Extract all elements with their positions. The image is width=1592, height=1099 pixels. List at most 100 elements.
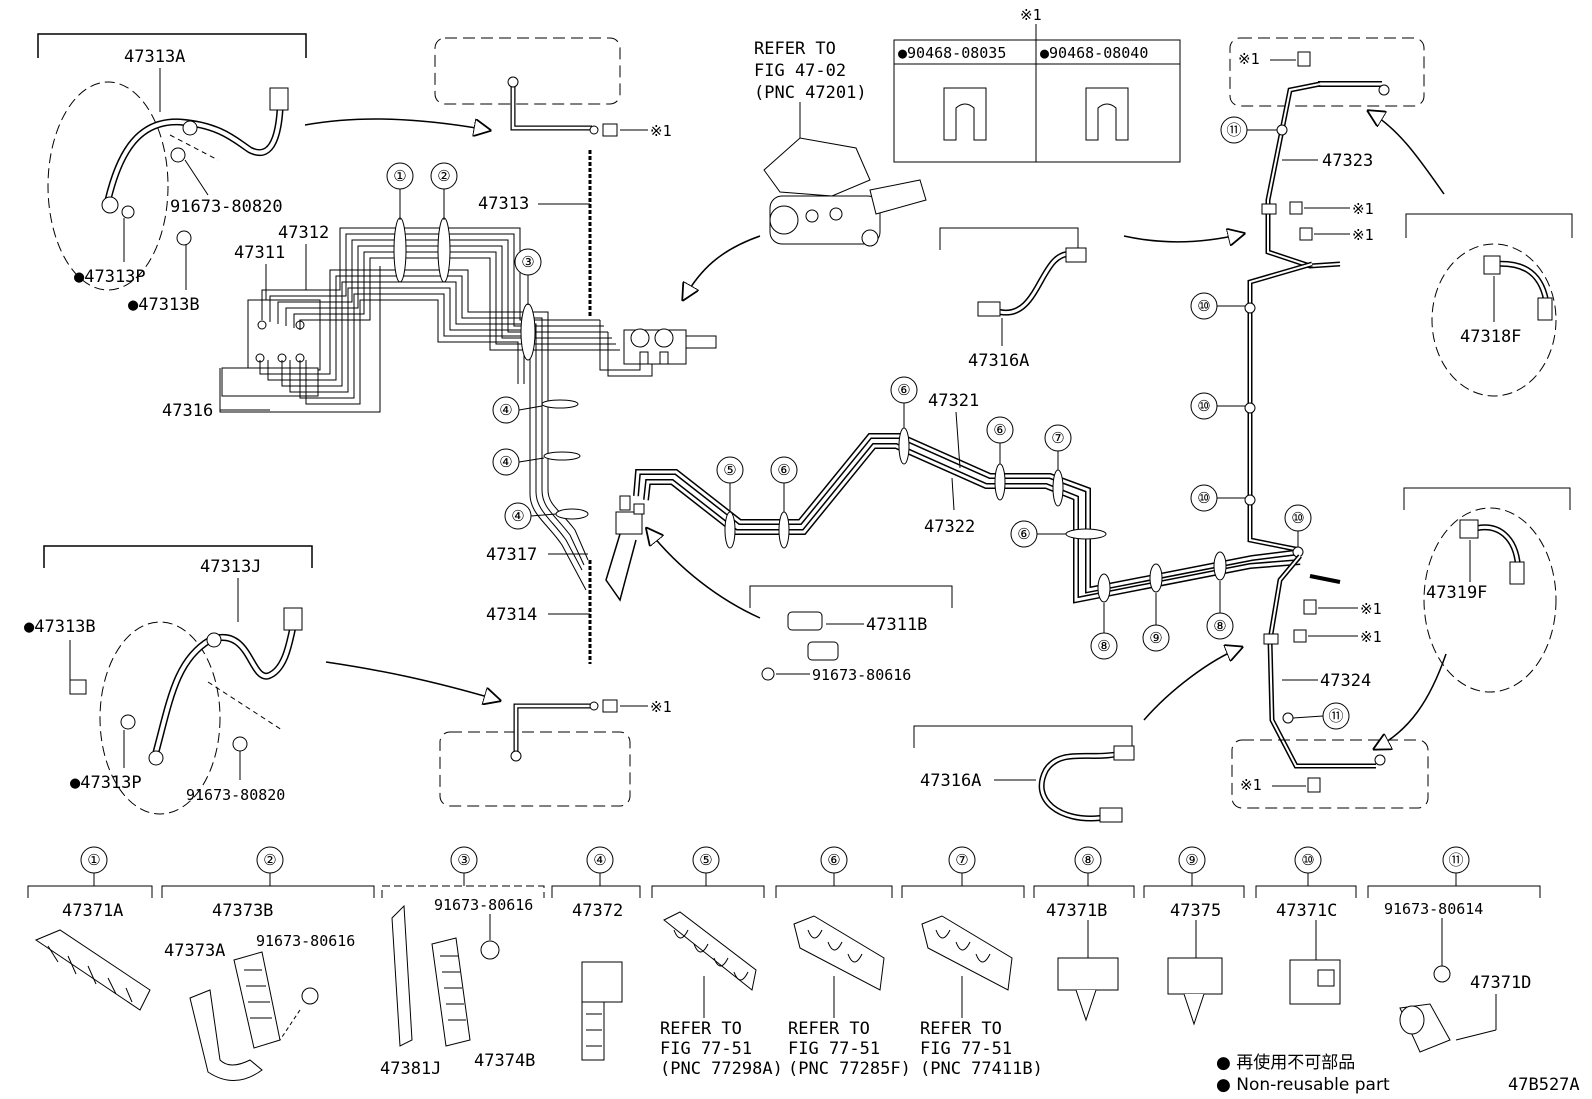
group-47319F: 47319F bbox=[1376, 487, 1571, 748]
callout-6-d: ⑥ bbox=[1010, 520, 1066, 548]
svg-text:⑩: ⑩ bbox=[1301, 851, 1314, 869]
lower-left-wheel-box: ※1 bbox=[439, 698, 672, 807]
label-47371A: 47371A bbox=[62, 901, 123, 921]
refer-g7-line3: (PNC 77411B) bbox=[920, 1059, 1043, 1079]
bottom-group-3: ③ 91673-80616 47381J 47374B bbox=[380, 846, 545, 1079]
refer-g7-line2: FIG 77-51 bbox=[920, 1039, 1012, 1059]
svg-text:⑩: ⑩ bbox=[1197, 489, 1210, 507]
group-47316A-top: 47316A bbox=[939, 228, 1242, 371]
svg-text:②: ② bbox=[263, 851, 276, 869]
svg-text:①: ① bbox=[393, 167, 406, 185]
callout-2-upper: ② bbox=[430, 162, 458, 220]
svg-text:⑨: ⑨ bbox=[1149, 629, 1162, 647]
refer-g5-line1: REFER TO bbox=[660, 1019, 742, 1039]
svg-text:⑪: ⑪ bbox=[1328, 707, 1343, 725]
label-47319F: 47319F bbox=[1426, 583, 1487, 603]
svg-text:⑩: ⑩ bbox=[1197, 297, 1210, 315]
refer-master-line2: FIG 47-02 bbox=[754, 61, 846, 81]
bottom-group-5: ⑤ REFER TO FIG 77-51 (PNC 77298A) bbox=[651, 846, 783, 1079]
brake-line-bundle bbox=[219, 227, 653, 591]
note-mark-rrl-b: ※1 bbox=[1360, 628, 1382, 646]
legend-line-jp: ● 再使用不可部品 bbox=[1216, 1052, 1355, 1073]
label-47321: 47321 bbox=[928, 391, 979, 411]
callout-10-d: ⑩ bbox=[1284, 504, 1312, 548]
callout-3-upper: ③ bbox=[514, 248, 542, 305]
svg-text:⑩: ⑩ bbox=[1197, 397, 1210, 415]
label-47371B: 47371B bbox=[1046, 901, 1107, 921]
svg-text:①: ① bbox=[87, 851, 100, 869]
refer-g5-line3: (PNC 77298A) bbox=[660, 1059, 783, 1079]
svg-text:⑥: ⑥ bbox=[897, 381, 910, 399]
note-mark-rr-a: ※1 bbox=[1352, 200, 1374, 218]
note-box-left: ●90468-08035 bbox=[898, 44, 1006, 62]
label-47313P-top: ●47313P bbox=[74, 267, 146, 287]
note-box-right: ●90468-08040 bbox=[1040, 44, 1148, 62]
callout-4-b: ④ bbox=[492, 448, 545, 476]
bottom-group-1: ① 47371A bbox=[27, 846, 153, 1011]
rear-right-upper-box: ※1 bbox=[1229, 37, 1445, 195]
svg-text:⑤: ⑤ bbox=[723, 461, 736, 479]
bottom-group-11: ⑪ 91673-80614 47371D bbox=[1367, 846, 1541, 1053]
svg-text:④: ④ bbox=[499, 453, 512, 471]
bottom-group-2: ② 47373B 47373A 91673-80616 bbox=[161, 846, 375, 1081]
svg-text:⑥: ⑥ bbox=[993, 421, 1006, 439]
group-47316A-bottom: 47316A bbox=[913, 648, 1240, 823]
svg-text:⑤: ⑤ bbox=[699, 851, 712, 869]
label-47316: 47316 bbox=[162, 401, 213, 421]
upper-left-wheel-box: ※1 bbox=[434, 37, 672, 140]
label-47313: 47313 bbox=[478, 194, 529, 214]
abs-actuator bbox=[221, 299, 321, 397]
svg-text:③: ③ bbox=[457, 851, 470, 869]
bottom-group-4: ④ 47372 bbox=[551, 846, 641, 1061]
refer-g6-line3: (PNC 77285F) bbox=[788, 1059, 911, 1079]
svg-text:⑧: ⑧ bbox=[1081, 851, 1094, 869]
label-91673-80820-bot: 91673-80820 bbox=[186, 786, 285, 804]
svg-text:⑦: ⑦ bbox=[1051, 429, 1064, 447]
svg-text:⑪: ⑪ bbox=[1448, 851, 1463, 869]
label-47375: 47375 bbox=[1170, 901, 1221, 921]
label-47316A-bot: 47316A bbox=[920, 771, 981, 791]
label-91673-80616-g2: 91673-80616 bbox=[256, 932, 355, 950]
label-91673-80616-mid: 91673-80616 bbox=[812, 666, 911, 684]
group-47313A: 47313A 91673-80820 ●47313P ●47313B bbox=[37, 33, 488, 315]
svg-text:④: ④ bbox=[593, 851, 606, 869]
refer-master-line1: REFER TO bbox=[754, 39, 836, 59]
legend-line-en: ● Non-reusable part bbox=[1216, 1075, 1390, 1095]
refer-master-line3: (PNC 47201) bbox=[754, 83, 867, 103]
label-91673-80616-g3: 91673-80616 bbox=[434, 896, 533, 914]
rear-right-lower: ⑩ ※1 ※1 47324 ⑪ ※1 bbox=[1231, 504, 1429, 809]
label-47371C: 47371C bbox=[1276, 901, 1337, 921]
svg-text:⑪: ⑪ bbox=[1226, 121, 1241, 139]
svg-text:④: ④ bbox=[511, 507, 524, 525]
label-47313P-bot: ●47313P bbox=[70, 773, 142, 793]
svg-text:④: ④ bbox=[499, 401, 512, 419]
callout-9-upper: ⑨ bbox=[1142, 593, 1170, 652]
callout-10-b: ⑩ bbox=[1190, 392, 1245, 420]
label-47374B: 47374B bbox=[474, 1051, 535, 1071]
bottom-group-7: ⑦ REFER TO FIG 77-51 (PNC 77411B) bbox=[901, 846, 1043, 1079]
callout-10-a: ⑩ bbox=[1190, 292, 1245, 320]
svg-text:⑨: ⑨ bbox=[1185, 851, 1198, 869]
callout-11-upper: ⑪ bbox=[1220, 116, 1277, 144]
group-47311B: 47311B 91673-80616 bbox=[749, 585, 953, 684]
label-47312: 47312 bbox=[278, 223, 329, 243]
refer-g6-line2: FIG 77-51 bbox=[788, 1039, 880, 1059]
note-mark-rr-b: ※1 bbox=[1352, 226, 1374, 244]
callout-4-a: ④ bbox=[492, 396, 543, 424]
label-47373A: 47373A bbox=[164, 941, 225, 961]
svg-text:⑧: ⑧ bbox=[1097, 637, 1110, 655]
label-47313B-top: ●47313B bbox=[128, 295, 200, 315]
label-47371D: 47371D bbox=[1470, 973, 1531, 993]
refer-g6-line1: REFER TO bbox=[788, 1019, 870, 1039]
callout-8-b: ⑧ bbox=[1206, 581, 1234, 640]
three-way-joint bbox=[605, 495, 761, 619]
bottom-group-10: ⑩ 47371C bbox=[1255, 846, 1357, 1005]
svg-text:⑥: ⑥ bbox=[777, 461, 790, 479]
note-mark-1: ※1 bbox=[650, 122, 672, 140]
callout-5-upper: ⑤ bbox=[716, 456, 744, 512]
label-47311B: 47311B bbox=[866, 615, 927, 635]
svg-text:②: ② bbox=[437, 167, 450, 185]
figure-id: 47B527A bbox=[1508, 1075, 1580, 1095]
label-47311: 47311 bbox=[234, 243, 285, 263]
